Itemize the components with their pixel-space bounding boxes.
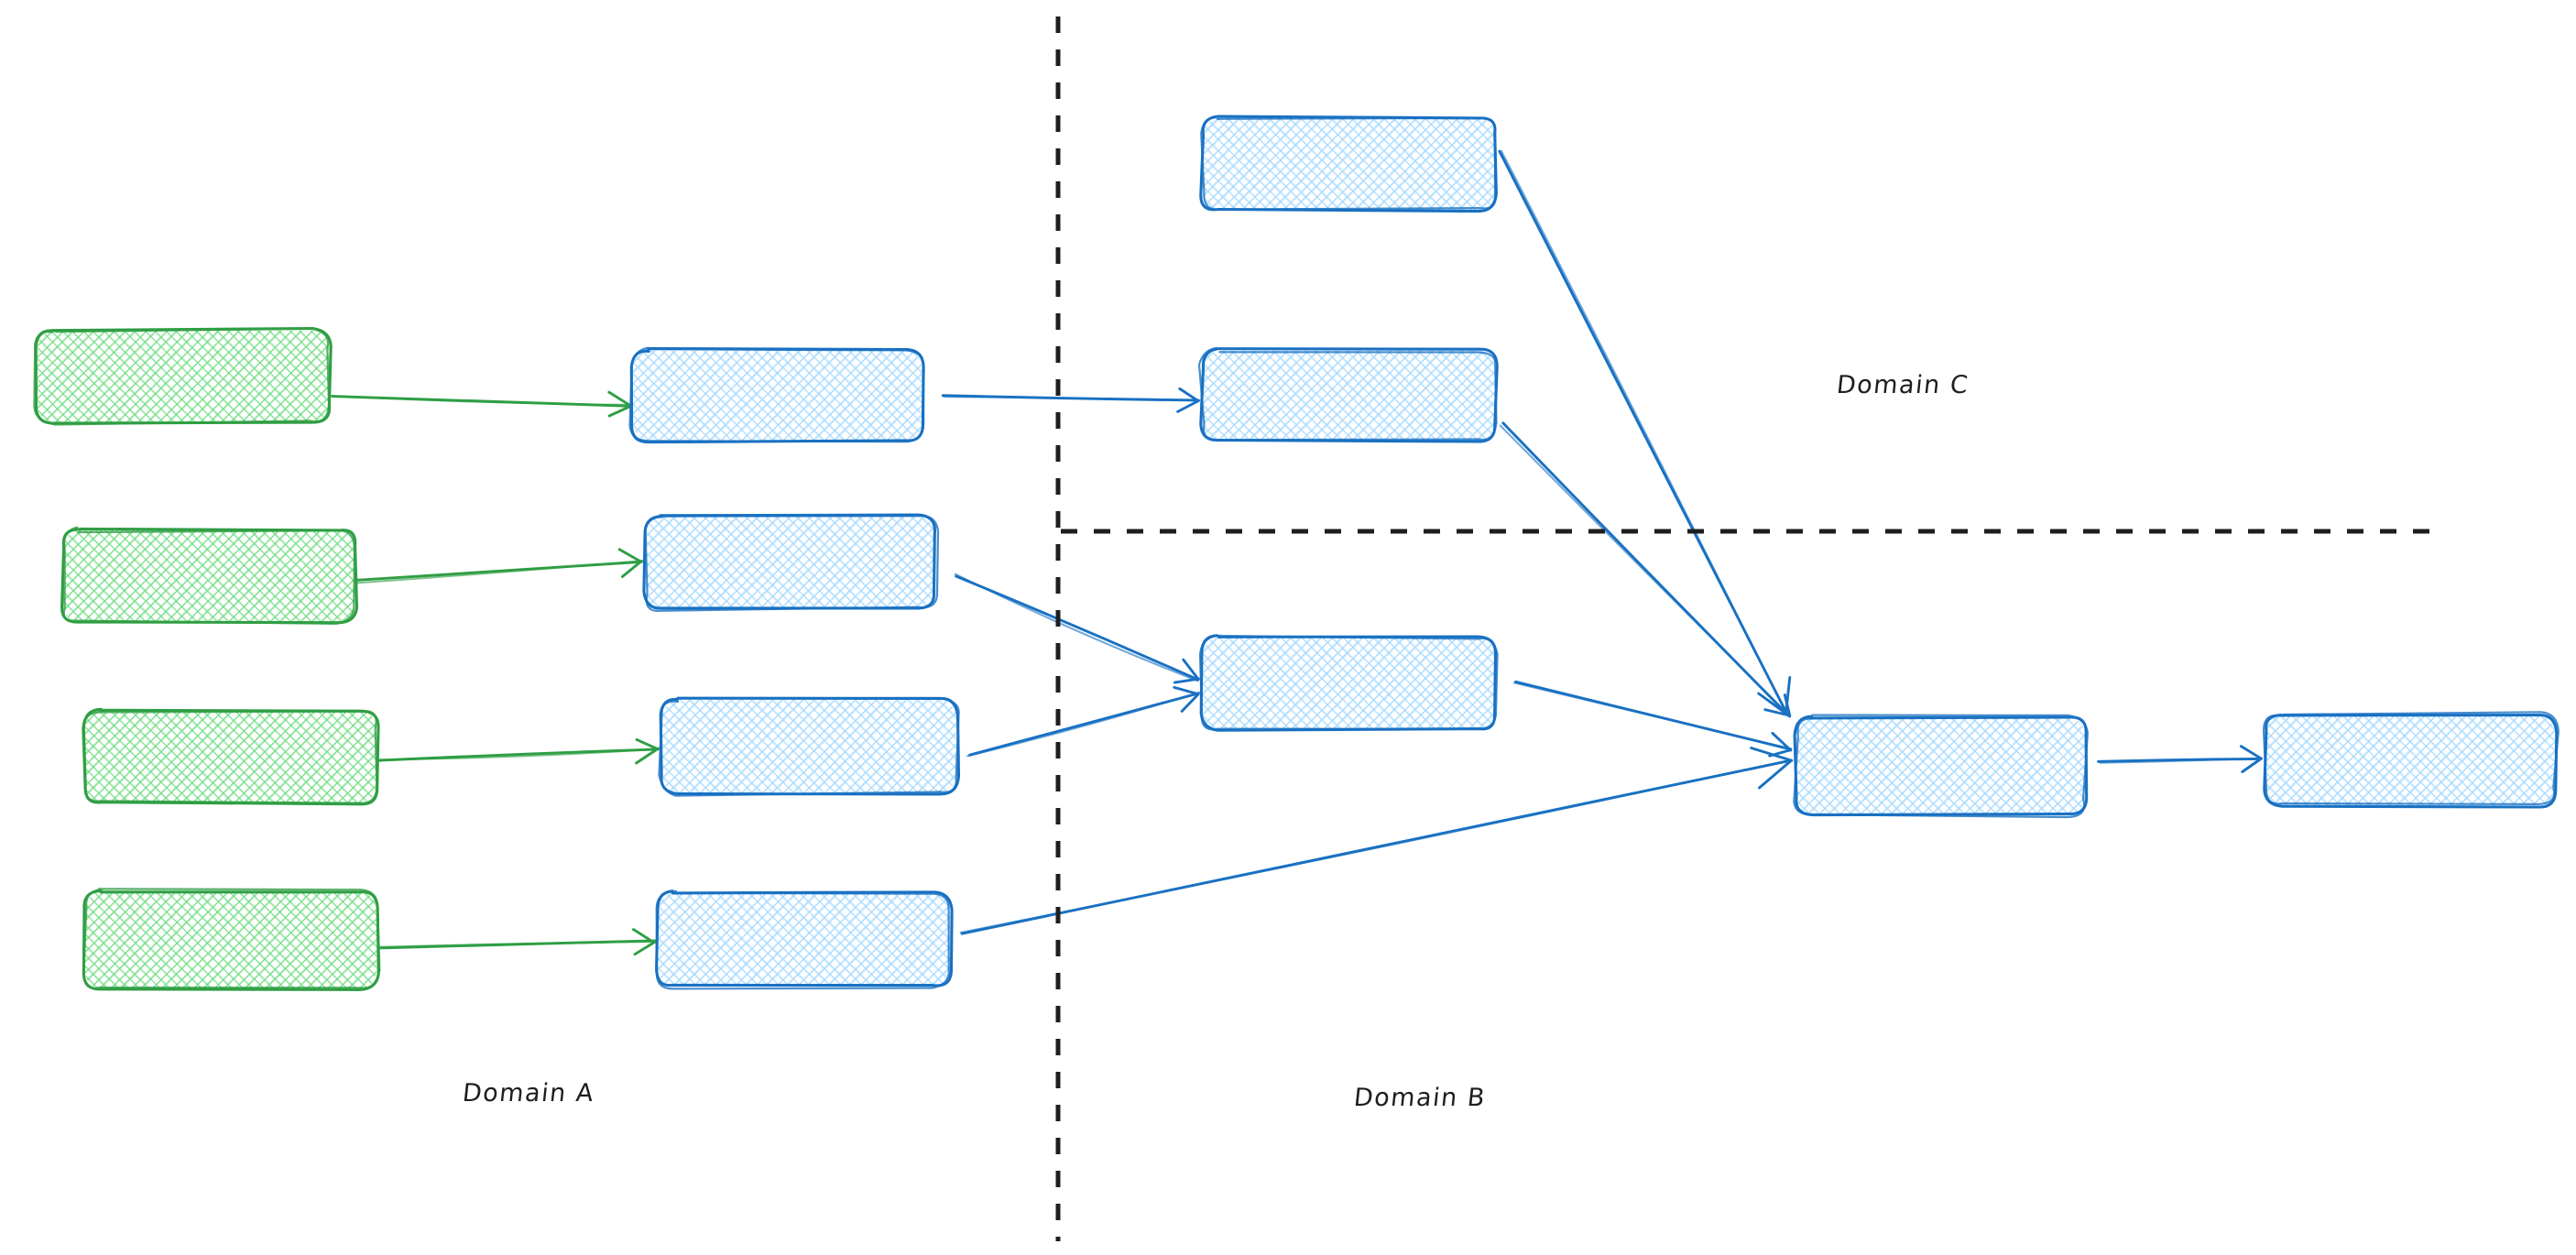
edge-arrowhead xyxy=(2241,757,2263,773)
edge-shaft xyxy=(355,560,642,584)
domain-b-node-3[interactable] xyxy=(658,696,961,797)
edge-arrowhead xyxy=(1758,759,1793,790)
domain-b-node-4[interactable] xyxy=(655,889,954,990)
node-fill xyxy=(85,892,377,988)
node-outline xyxy=(658,696,960,797)
edges-layer xyxy=(329,149,2263,956)
domain-c-node-2[interactable] xyxy=(1197,346,1499,443)
edge-arrowhead xyxy=(1182,658,1200,681)
domain-a-node-3[interactable] xyxy=(82,707,380,806)
edge-arrowhead xyxy=(1768,748,1792,758)
edge-arrowhead xyxy=(1783,693,1792,717)
node-outline xyxy=(62,526,355,625)
node-outline xyxy=(2263,714,2559,809)
edge-arrowhead xyxy=(1763,708,1791,717)
edge-arrowhead xyxy=(633,940,657,956)
domain-b-node-2[interactable] xyxy=(642,513,940,612)
domain-a-node-4[interactable] xyxy=(82,888,381,991)
edge-arrowhead xyxy=(1180,693,1200,713)
edge-arrowhead xyxy=(1173,677,1200,684)
node-outline xyxy=(644,514,940,612)
node-fill xyxy=(63,530,355,622)
node-fill xyxy=(2266,715,2555,805)
output-node[interactable] xyxy=(2262,711,2560,809)
edge-arrowhead xyxy=(635,737,660,751)
node-fill xyxy=(646,517,934,608)
edge-c2-d1[interactable] xyxy=(1499,421,1792,718)
edge-shaft xyxy=(377,941,654,948)
domain-a-node-2[interactable] xyxy=(60,526,359,625)
node-outline xyxy=(1198,634,1499,731)
domain-c-label: Domain C xyxy=(1835,371,1970,399)
edge-b4-d1[interactable] xyxy=(959,747,1794,935)
nodes-layer xyxy=(33,115,2560,991)
edge-shaft xyxy=(966,691,1200,758)
node-fill xyxy=(633,351,922,441)
edge-arrowhead xyxy=(1176,399,1200,413)
edge-arrowhead xyxy=(632,928,655,944)
node-fill xyxy=(85,711,377,802)
edge-a4-b4[interactable] xyxy=(377,928,657,956)
edge-shaft xyxy=(1501,149,1788,715)
node-fill xyxy=(1203,351,1495,441)
edge-arrowhead xyxy=(607,390,631,407)
node-outline xyxy=(82,888,381,989)
node-fill xyxy=(1203,118,1495,210)
edge-shaft xyxy=(959,758,1791,933)
edge-shaft xyxy=(2099,757,2262,764)
node-outline xyxy=(1793,714,2089,819)
domain-a-label: Domain A xyxy=(461,1079,596,1108)
edge-arrowhead xyxy=(617,548,643,563)
domain-a-node-1[interactable] xyxy=(33,326,333,426)
edge-arrowhead xyxy=(2239,745,2263,760)
node-fill xyxy=(38,331,329,422)
edge-arrowhead xyxy=(1178,387,1199,402)
node-outline xyxy=(1199,347,1499,443)
edge-a2-b2[interactable] xyxy=(355,548,643,584)
edge-a3-b3[interactable] xyxy=(377,737,660,765)
edge-b3-c3[interactable] xyxy=(966,685,1200,758)
node-outline xyxy=(655,889,950,990)
domain-b-label: Domain B xyxy=(1352,1084,1488,1112)
node-outline xyxy=(1200,116,1497,211)
node-outline xyxy=(628,346,925,443)
edge-arrowhead xyxy=(1173,685,1199,695)
domain-b-node-5[interactable] xyxy=(1198,634,1499,732)
edge-arrowhead xyxy=(607,404,633,418)
edge-arrowhead xyxy=(620,559,643,578)
node-outline xyxy=(1197,346,1498,442)
edge-shaft xyxy=(943,396,1201,401)
edge-arrowhead xyxy=(1771,731,1793,752)
edge-shaft xyxy=(329,395,631,406)
node-fill xyxy=(1796,718,2085,814)
node-outline xyxy=(33,327,331,426)
edge-c1-d1[interactable] xyxy=(1498,149,1792,715)
node-outline xyxy=(34,326,333,425)
node-outline xyxy=(2262,711,2560,806)
node-fill xyxy=(662,700,956,792)
edge-b2-c3[interactable] xyxy=(954,573,1200,684)
edge-shaft xyxy=(1499,424,1791,717)
dividers-layer xyxy=(1055,16,2446,1241)
edge-b1-c2[interactable] xyxy=(941,387,1201,413)
edge-shaft xyxy=(1512,682,1793,750)
edge-d1-d2[interactable] xyxy=(2097,745,2263,773)
edge-shaft xyxy=(954,573,1199,682)
edge-shaft xyxy=(379,748,659,761)
node-fill xyxy=(658,893,950,986)
domain-c-node-1[interactable] xyxy=(1199,115,1498,213)
edge-c3-d1[interactable] xyxy=(1512,680,1793,758)
edge-a1-b1[interactable] xyxy=(329,390,633,418)
edge-arrowhead xyxy=(635,747,660,765)
aggregator-node[interactable] xyxy=(1793,714,2089,819)
domain-b-node-1[interactable] xyxy=(628,346,925,444)
node-fill xyxy=(1203,638,1495,729)
node-outline xyxy=(82,710,378,804)
